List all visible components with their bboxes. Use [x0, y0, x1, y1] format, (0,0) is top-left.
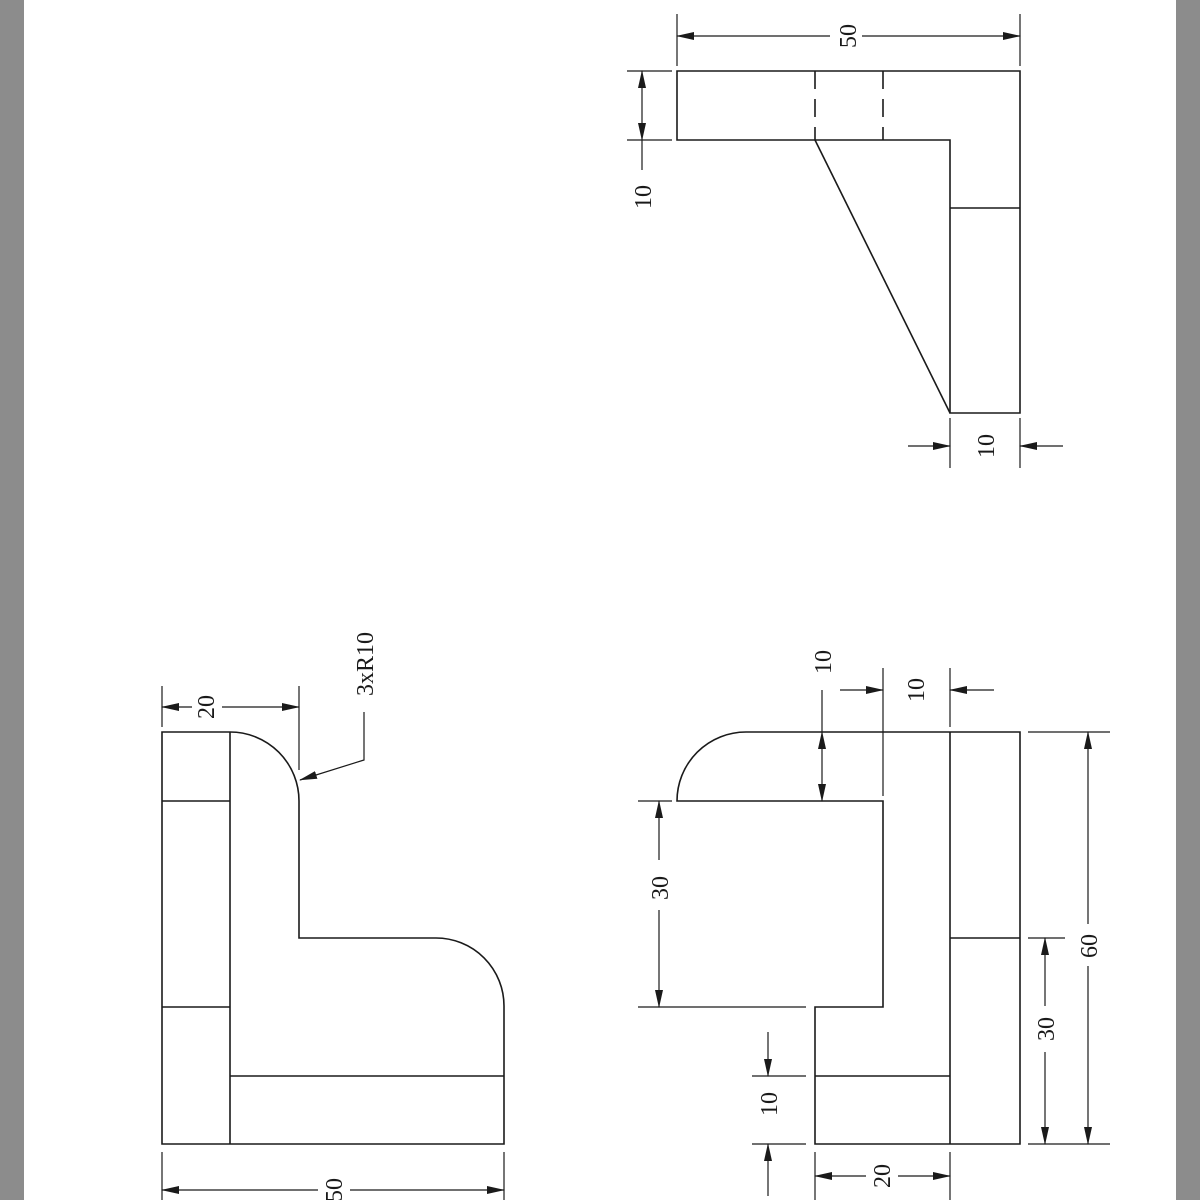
front-view-top-left-dim: 10 [811, 650, 837, 674]
drawing-page: 50 10 10 [24, 0, 1176, 1200]
radius-leader-line [299, 712, 365, 781]
front-view-total-height-dim: 60 [1077, 934, 1103, 958]
side-view-width-dim: 20 [194, 695, 220, 719]
front-view-left-height-dim: 30 [648, 876, 674, 900]
top-view-outline [676, 70, 1021, 414]
side-view-base-dim: 50 [322, 1178, 348, 1200]
top-view-height-dim: 10 [631, 185, 657, 209]
side-view: 20 3xR10 50 [161, 632, 505, 1200]
front-view: 10 10 30 60 [638, 650, 1110, 1200]
front-view-outline [676, 731, 1021, 1145]
front-view-lower-height-dim: 30 [1034, 1017, 1060, 1041]
top-view-leg-dim: 10 [974, 434, 1000, 458]
front-view-bottom-width-dim: 20 [870, 1164, 896, 1188]
top-view: 50 10 10 [627, 14, 1063, 468]
front-view-bottom-left-dim: 10 [757, 1092, 783, 1116]
radius-note: 3xR10 [353, 632, 379, 696]
side-view-outline [161, 731, 505, 1145]
top-view-width-dim: 50 [836, 24, 862, 48]
top-view-taper-line [814, 139, 951, 414]
front-view-top-right-dim: 10 [904, 678, 930, 702]
technical-drawing: 50 10 10 [161, 14, 1110, 1200]
